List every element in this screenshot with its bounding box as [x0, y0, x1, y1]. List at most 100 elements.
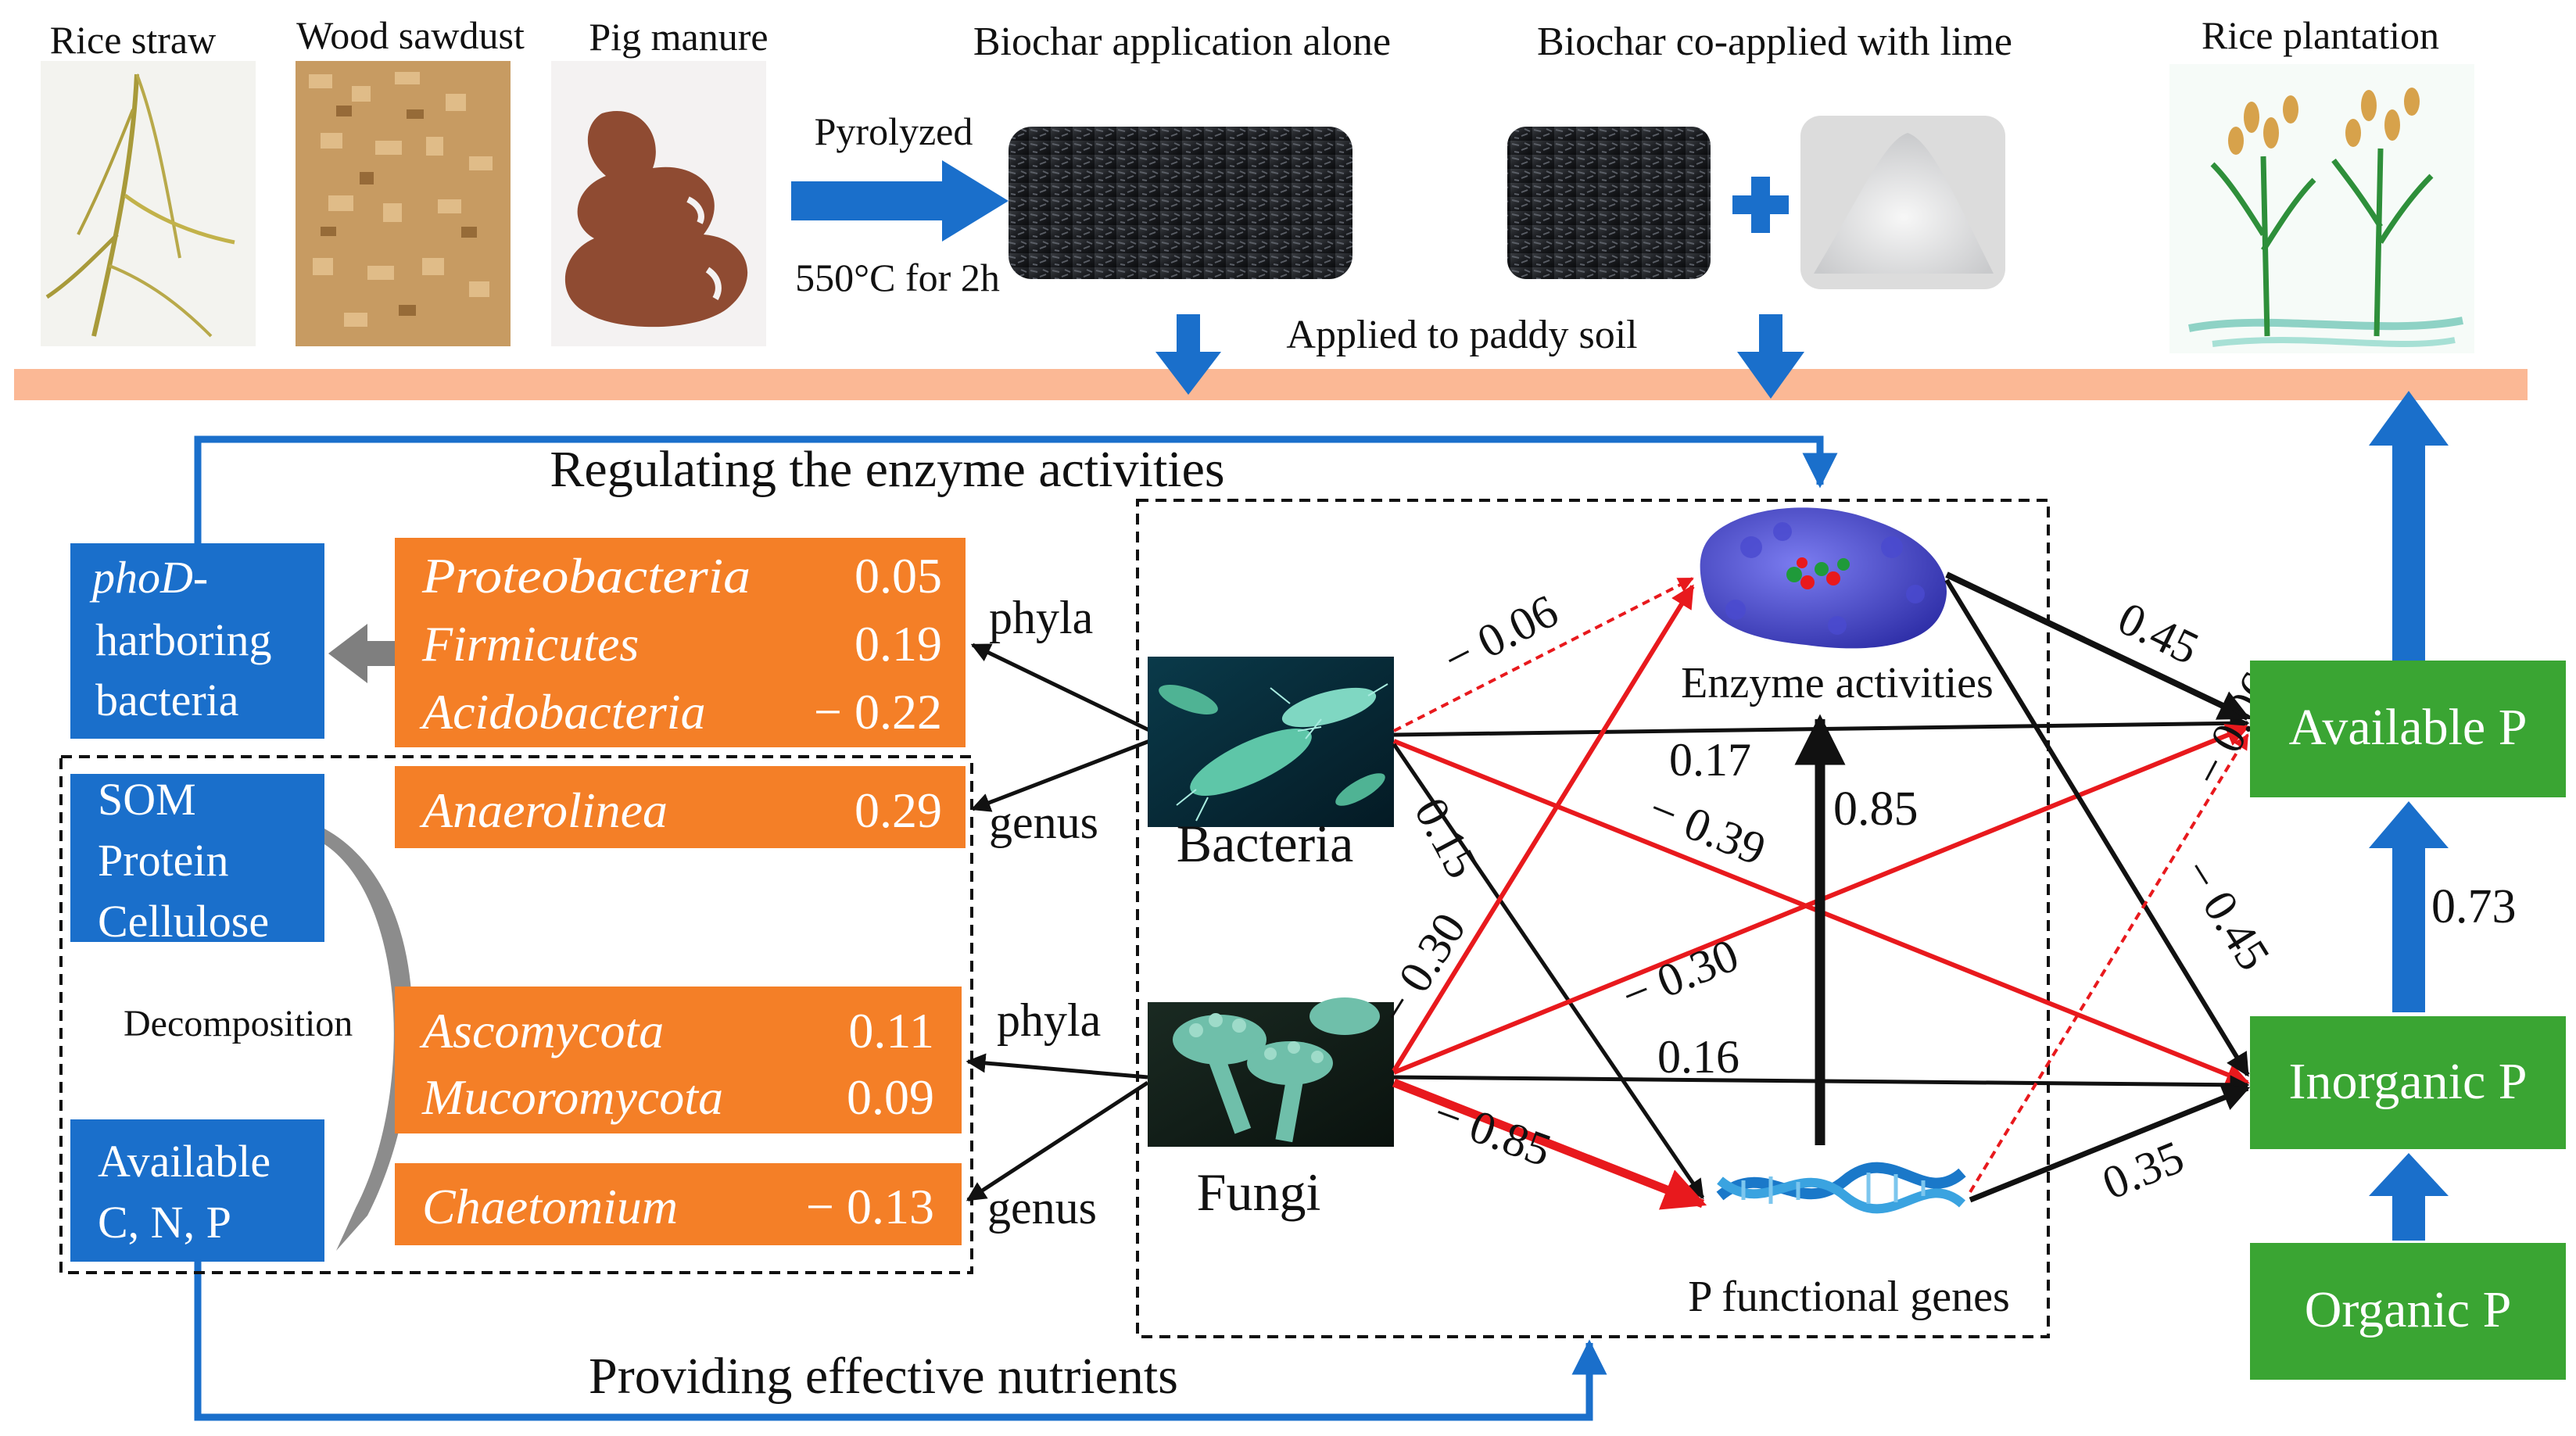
regulating-label: Regulating the enzyme activities: [550, 441, 1224, 498]
fungi-phyla-level-label: phyla: [997, 994, 1101, 1046]
apply-arrow-right: [1737, 314, 1804, 399]
taxon-value: 0.05: [854, 548, 942, 603]
path-genes-available-p: [1969, 733, 2249, 1194]
feedstock-labels: Rice straw Wood sawdust Pig manure: [50, 13, 769, 62]
taxon-name: Proteobacteria: [421, 548, 751, 603]
taxa-connectors: [966, 643, 1157, 1202]
rice-straw-image: [41, 61, 256, 346]
fungi-image: [1148, 997, 1394, 1147]
som-label-3: Cellulose: [98, 896, 269, 947]
decomposition-arrow: [324, 829, 413, 1251]
rice-plantation-label: Rice plantation: [2202, 13, 2439, 57]
providing-label: Providing effective nutrients: [589, 1348, 1178, 1405]
phod-label-line2: harboring: [95, 614, 272, 665]
taxon-value: 0.11: [848, 1003, 934, 1058]
biochar-small-image: [1507, 127, 1711, 279]
fungi-phyla-box: [395, 987, 962, 1133]
decomposition-label: Decomposition: [124, 1003, 353, 1044]
taxon-value: − 0.13: [806, 1179, 934, 1234]
coef-fungi-genes: − 0.85: [1428, 1087, 1558, 1176]
available-cnp-box: [70, 1119, 324, 1262]
enzyme-image: [1700, 507, 1947, 649]
biochar-image: [1009, 127, 1352, 279]
coef-enzyme-inorganic-p: − 0.45: [2173, 850, 2280, 979]
providing-loop: [194, 1259, 1607, 1421]
bacteria-phyla-rows: Proteobacteria 0.05 Firmicutes 0.19 Acid…: [419, 548, 942, 739]
rice-plantation-image: [2169, 64, 2474, 353]
bacteria-genus-box: [395, 766, 966, 848]
pyrolysis-arrow: [791, 160, 1009, 242]
phod-gray-arrow: [328, 624, 397, 683]
path-bacteria-enzyme: [1393, 577, 1694, 732]
taxon-value: 0.09: [847, 1069, 934, 1125]
available-cnp-label-1: Available: [98, 1136, 270, 1187]
pyrolysis-condition-label: 550°C for 2h: [795, 256, 1000, 299]
path-arrows: [1392, 571, 2251, 1210]
coef-genes-enzyme: 0.85: [1833, 782, 1919, 836]
phod-label-line3: bacteria: [95, 675, 239, 725]
bacteria-genus-level-label: genus: [989, 797, 1098, 848]
path-fungi-genes: [1392, 1078, 1707, 1210]
inorganic-p-box: [2250, 1016, 2566, 1149]
plus-icon: [1732, 177, 1789, 233]
organic-p-label: Organic P: [2305, 1281, 2512, 1338]
pyrolyzed-label: Pyrolyzed: [815, 109, 973, 153]
available-p-label: Available P: [2289, 699, 2528, 756]
dna-image: [1716, 1162, 1966, 1214]
wood-sawdust-label: Wood sawdust: [296, 13, 525, 57]
available-cnp-label-2: C, N, P: [98, 1197, 231, 1248]
taxon-value: − 0.22: [814, 684, 942, 739]
biochar-lime-label: Biochar co-applied with lime: [1537, 20, 2012, 64]
som-label-2: Protein: [98, 835, 229, 886]
phod-label-italic: phoD-: [89, 552, 208, 603]
apply-arrow-left: [1155, 314, 1221, 395]
taxon-name: Ascomycota: [419, 1003, 664, 1058]
lime-image: [1800, 116, 2005, 289]
path-enzyme-inorganic-p: [1944, 578, 2250, 1077]
biochar-alone-label: Biochar application alone: [973, 20, 1391, 64]
microbe-network-frame: [1136, 499, 2050, 1338]
inorganic-to-available-arrow: [2369, 801, 2449, 1012]
taxon-name: Acidobacteria: [419, 684, 706, 739]
coef-inorganic-available-p: 0.73: [2431, 880, 2517, 933]
to-plant-arrow: [2369, 391, 2449, 661]
taxon-value: 0.19: [854, 616, 942, 671]
phod-box: [70, 543, 324, 739]
som-box: [70, 774, 324, 942]
bacteria-node-label: Bacteria: [1177, 814, 1354, 873]
enzyme-node-label: Enzyme activities: [1681, 659, 1994, 707]
fungi-genus-level-label: genus: [987, 1182, 1097, 1234]
organic-p-box: [2250, 1243, 2566, 1380]
rice-straw-label: Rice straw: [50, 18, 216, 62]
genes-node-label: P functional genes: [1688, 1273, 2010, 1321]
pig-manure-image: [551, 61, 766, 346]
decomposition-frame: [59, 755, 973, 1274]
path-bacteria-genes: [1392, 743, 1705, 1200]
fungi-genus-box: [395, 1163, 962, 1245]
bacteria-phyla-level-label: phyla: [989, 592, 1093, 643]
taxon-name: Mucoromycota: [421, 1069, 723, 1125]
inorganic-p-label: Inorganic P: [2289, 1053, 2528, 1110]
regulating-loop: [194, 435, 1838, 543]
paddy-soil-band: [14, 369, 2528, 400]
som-label-1: SOM: [98, 774, 196, 825]
fungi-node-label: Fungi: [1197, 1162, 1321, 1222]
available-p-box: [2250, 661, 2566, 797]
coef-bacteria-available-p: 0.17: [1669, 734, 1751, 786]
pig-manure-label: Pig manure: [589, 15, 768, 59]
taxon-name: Firmicutes: [421, 616, 639, 671]
coef-fungi-available-p: − 0.30: [1614, 929, 1745, 1022]
taxon-name: Chaetomium: [422, 1179, 678, 1234]
taxon-name: Anaerolinea: [419, 782, 668, 838]
coef-bacteria-enzyme: − 0.06: [1435, 585, 1566, 686]
path-enzyme-available-p: [1945, 571, 2251, 721]
bacteria-image: [1148, 657, 1394, 827]
path-genes-inorganic-p: [1969, 1084, 2251, 1203]
coef-fungi-inorganic-p: 0.16: [1657, 1031, 1739, 1083]
coef-bacteria-genes: 0.15: [1405, 790, 1489, 886]
bacteria-phyla-box: [395, 538, 966, 747]
taxon-value: 0.29: [854, 782, 942, 838]
coef-bacteria-inorganic-p: − 0.39: [1642, 782, 1772, 876]
organic-to-inorganic-arrow: [2369, 1153, 2449, 1241]
